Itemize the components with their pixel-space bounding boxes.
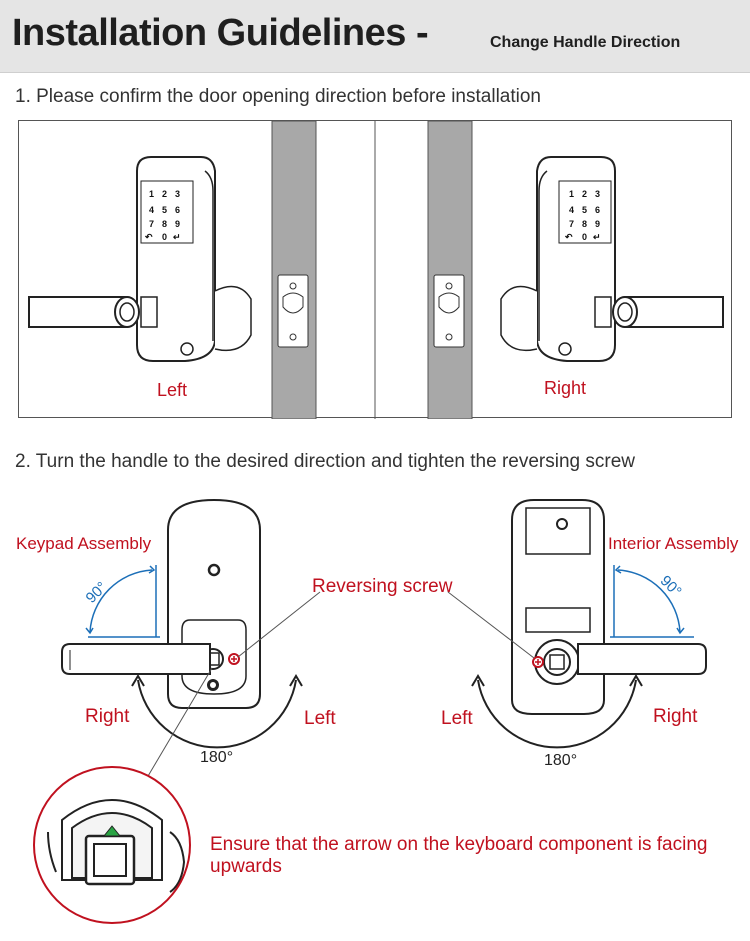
reversing-screw-label: Reversing screw [312,576,453,597]
right-door-edge [427,120,473,420]
back-key-icon: ↶ [564,232,573,242]
header-banner: Installation Guidelines - Change Handle … [0,0,750,73]
key-3: 3 [595,189,600,199]
key-6: 6 [175,205,180,215]
key-8: 8 [162,219,167,229]
interior-right-label: Right [653,706,698,727]
key-9: 9 [595,219,600,229]
step-1-instruction: 1. Please confirm the door opening direc… [15,86,541,107]
angle-180-right: 180° [471,674,643,769]
screw-leader-right [447,591,535,659]
key-8: 8 [582,219,587,229]
key-0: 0 [162,232,167,242]
step-2-instruction: 2. Turn the handle to the desired direct… [15,451,635,472]
page-title: Installation Guidelines - [12,12,429,54]
angle-90-left: 90° [83,565,160,638]
screw-leader-left [237,591,321,658]
key-4: 4 [569,205,574,215]
left-door-edge [271,120,317,420]
interior-left-label: Left [441,708,473,729]
angle-180-left: 180° [131,674,303,766]
key-3: 3 [175,189,180,199]
right-direction-label: Right [544,378,586,398]
keypad-assembly-illustration [61,498,261,709]
keypad-left-label: Left [304,708,336,729]
key-2: 2 [582,189,587,199]
keypad-assembly-label: Keypad Assembly [16,534,152,553]
door-direction-illustration: 1 2 3 4 5 6 7 8 9 0 ↶ ↵ Left [28,120,724,420]
key-0: 0 [582,232,587,242]
key-5: 5 [582,205,587,215]
key-1: 1 [569,189,574,199]
key-9: 9 [175,219,180,229]
key-5: 5 [162,205,167,215]
interior-assembly-illustration [511,499,707,715]
interior-assembly-label: Interior Assembly [608,534,739,553]
left-direction-label: Left [157,380,187,400]
arrow-detail-zoom [33,766,191,924]
arrow-orientation-note: Ensure that the arrow on the keyboard co… [210,834,708,877]
key-1: 1 [149,189,154,199]
angle-90-right: 90° [610,565,694,638]
key-4: 4 [149,205,154,215]
door-direction-panel: 1 2 3 4 5 6 7 8 9 0 ↶ ↵ Left [18,120,732,420]
angle-90-left-label: 90° [83,579,111,607]
enter-key-icon: ↵ [593,232,601,242]
angle-180-right-label: 180° [544,752,577,769]
page-subtitle: Change Handle Direction [490,34,681,51]
angle-180-left-label: 180° [200,749,233,766]
left-keypad: 1 2 3 4 5 6 7 8 9 0 ↶ ↵ [144,189,181,242]
key-6: 6 [595,205,600,215]
angle-90-right-label: 90° [657,572,685,600]
keypad-right-label: Right [85,706,130,727]
key-7: 7 [569,219,574,229]
handle-reversing-illustration: 90° 180° 90° 180° [33,498,707,924]
right-keypad: 1 2 3 4 5 6 7 8 9 0 ↶ ↵ [564,189,601,242]
back-key-icon: ↶ [144,232,153,242]
key-2: 2 [162,189,167,199]
enter-key-icon: ↵ [173,232,181,242]
right-lock-illustration [500,156,724,362]
key-7: 7 [149,219,154,229]
left-lock-illustration [28,156,252,362]
